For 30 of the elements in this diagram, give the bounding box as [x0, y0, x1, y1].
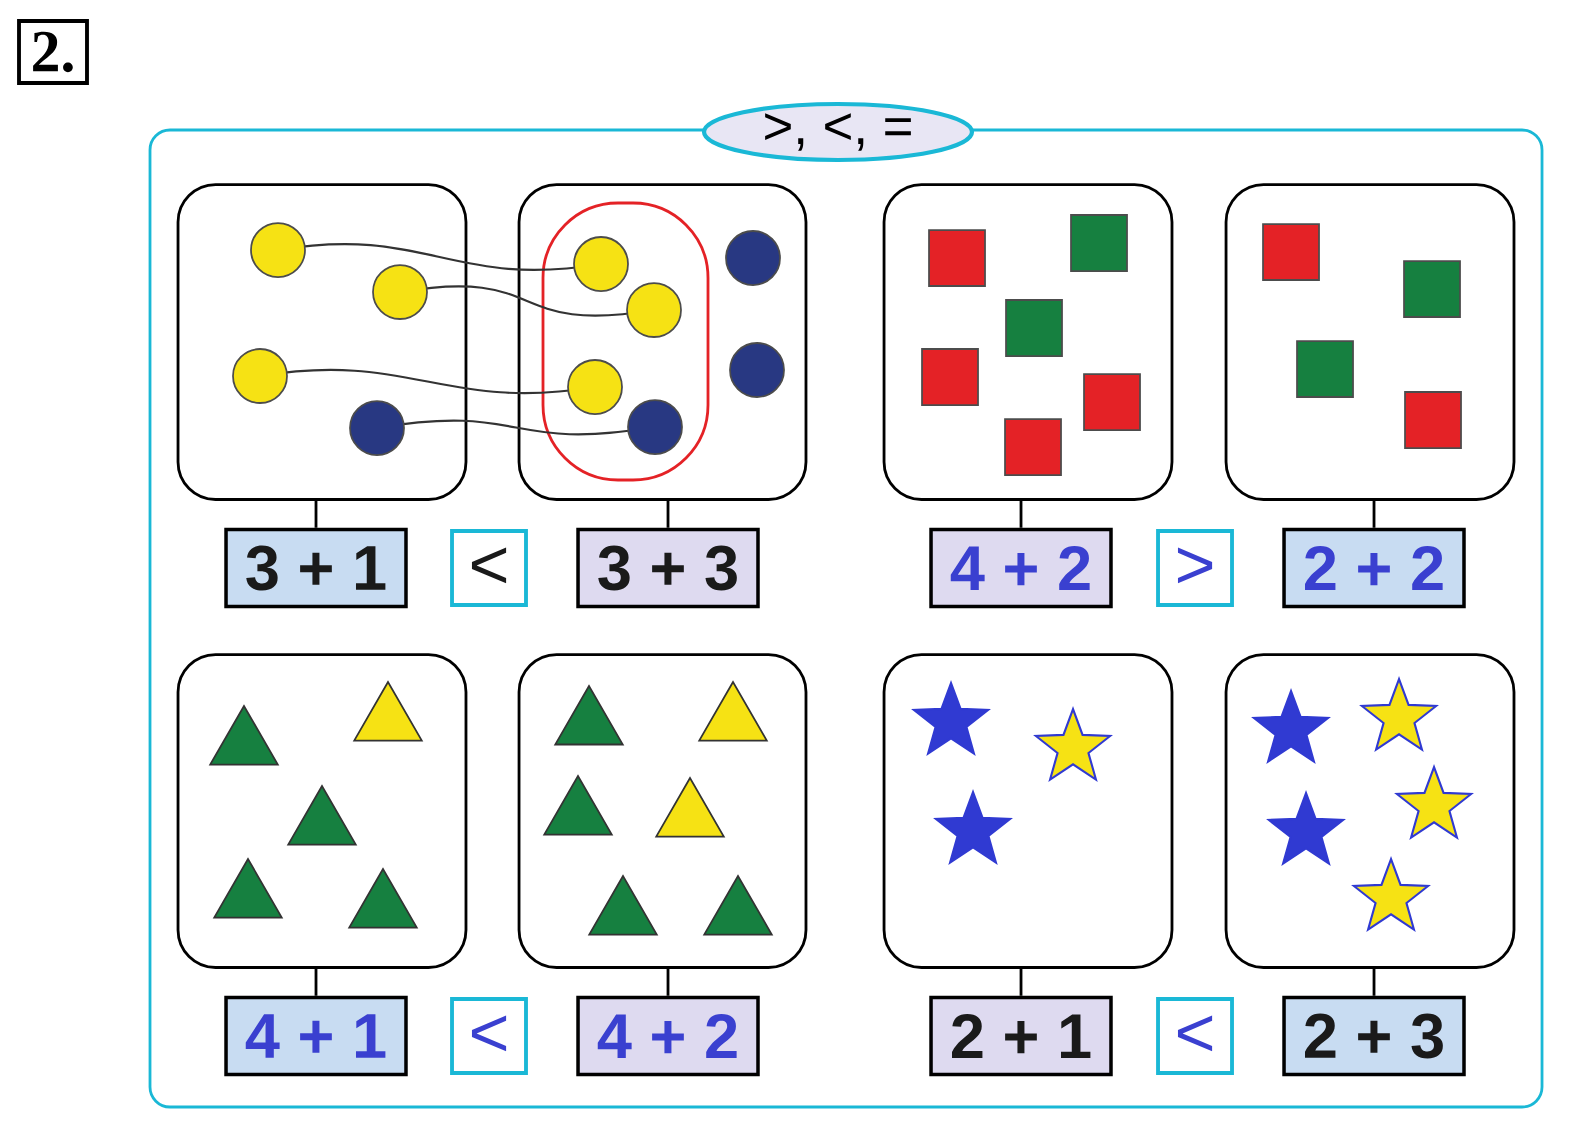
expression-box: 3 + 3	[576, 527, 760, 609]
picture-card	[1224, 183, 1516, 501]
expression-box: 2 + 3	[1282, 995, 1466, 1077]
picture-card	[176, 653, 468, 969]
expression-box: 2 + 2	[1282, 527, 1466, 609]
answer-box: <	[1156, 997, 1234, 1075]
connector-line	[1019, 500, 1023, 528]
answer-box: >	[1156, 529, 1234, 607]
exercise-number: 2.	[17, 19, 89, 85]
expression-box: 3 + 1	[224, 527, 408, 609]
title-tab: >, <, =	[701, 101, 975, 163]
connector-line	[666, 500, 670, 528]
connector-line	[666, 968, 670, 996]
picture-card	[176, 183, 468, 501]
picture-card	[882, 653, 1174, 969]
expression-box: 4 + 1	[224, 995, 408, 1077]
connector-line	[1372, 500, 1376, 528]
connector-line	[1372, 968, 1376, 996]
connector-line	[314, 968, 318, 996]
answer-box: <	[450, 997, 528, 1075]
picture-card	[882, 183, 1174, 501]
expression-box: 4 + 2	[576, 995, 760, 1077]
picture-card	[1224, 653, 1516, 969]
answer-box: <	[450, 529, 528, 607]
picture-card	[517, 653, 808, 969]
expression-box: 2 + 1	[929, 995, 1113, 1077]
expression-box: 4 + 2	[929, 527, 1113, 609]
connector-line	[1019, 968, 1023, 996]
connector-line	[314, 500, 318, 528]
picture-card	[517, 183, 808, 501]
